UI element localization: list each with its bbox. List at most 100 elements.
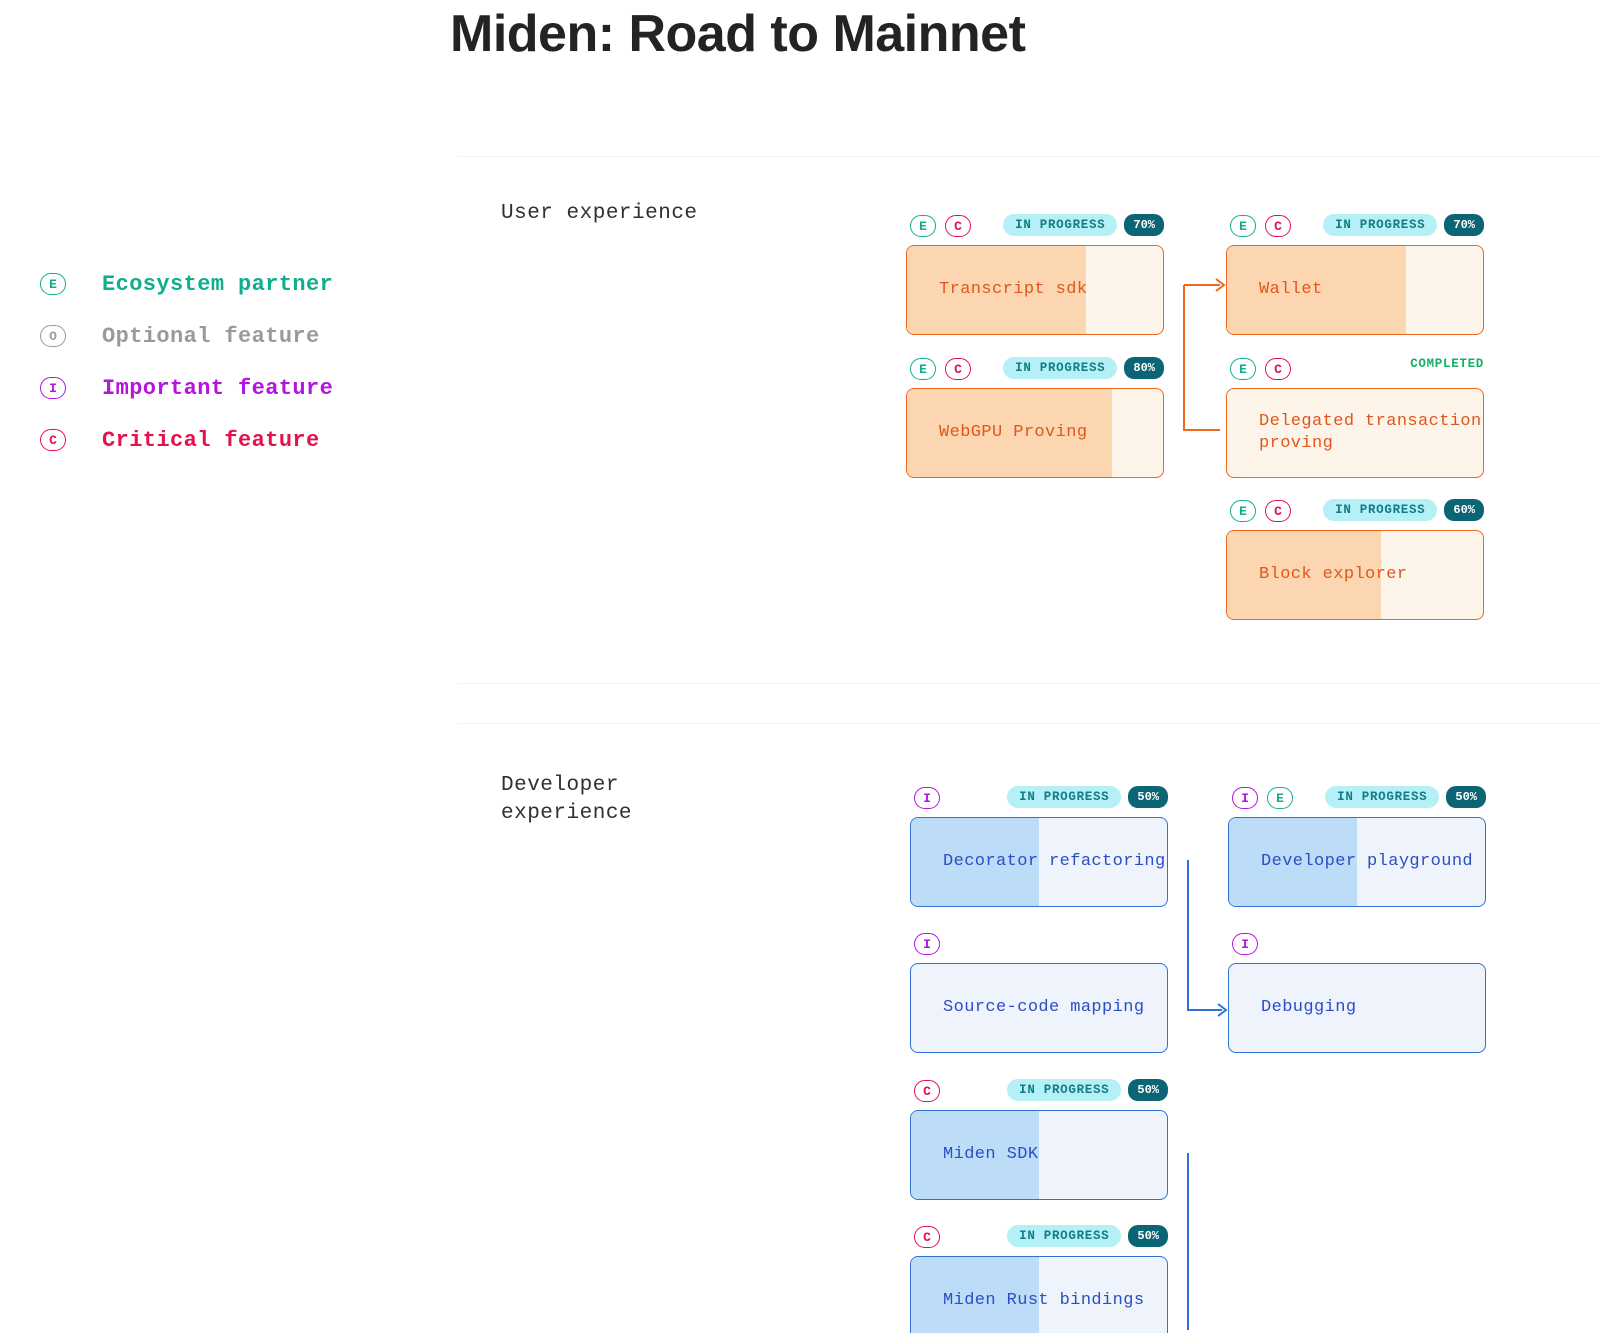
- card[interactable]: Miden Rust bindings: [910, 1256, 1168, 1333]
- legend-label: Optional feature: [102, 323, 320, 349]
- card[interactable]: Decorator refactoring: [910, 817, 1168, 907]
- critical-feature-icon: C: [1265, 500, 1291, 522]
- node-badges: I: [1232, 933, 1267, 955]
- node-badges: E C: [1230, 358, 1300, 380]
- section-title-developer-experience: Developer experience: [501, 774, 633, 825]
- card-title: Wallet: [1259, 280, 1323, 299]
- node-badges: E C: [1230, 215, 1300, 237]
- connector-dev-group-bottom: [1187, 1153, 1189, 1330]
- progress-badge: 50%: [1128, 786, 1168, 808]
- card[interactable]: Debugging: [1228, 963, 1486, 1053]
- progress-fill: [907, 389, 1112, 477]
- node-status: IN PROGRESS 60%: [1323, 499, 1484, 521]
- node-badges: E C: [1230, 500, 1300, 522]
- node-wallet[interactable]: E C IN PROGRESS 70% Wallet: [1226, 214, 1484, 335]
- node-webgpu-proving[interactable]: E C IN PROGRESS 80% WebGPU Proving: [906, 357, 1164, 478]
- ecosystem-partner-icon: E: [1267, 787, 1293, 809]
- node-miden-sdk[interactable]: C IN PROGRESS 50% Miden SDK: [910, 1079, 1168, 1200]
- node-status: IN PROGRESS 50%: [1325, 786, 1486, 808]
- card-title: Miden SDK: [943, 1145, 1039, 1164]
- progress-fill: [1229, 818, 1357, 906]
- important-feature-icon: I: [914, 933, 940, 955]
- status-badge: IN PROGRESS: [1003, 214, 1118, 236]
- progress-fill: [911, 1111, 1039, 1199]
- page-title: Miden: Road to Mainnet: [450, 5, 1026, 63]
- node-status: IN PROGRESS 70%: [1323, 214, 1484, 236]
- node-badges: I: [914, 787, 949, 809]
- card-title: Miden Rust bindings: [943, 1291, 1145, 1310]
- node-status: IN PROGRESS 50%: [1007, 1079, 1168, 1101]
- legend-label: Important feature: [102, 375, 334, 401]
- node-badges: I E: [1232, 787, 1302, 809]
- ecosystem-partner-icon: E: [40, 273, 66, 295]
- status-badge: IN PROGRESS: [1007, 1225, 1122, 1247]
- section-divider-top: [458, 156, 1600, 157]
- node-status: IN PROGRESS 50%: [1007, 1225, 1168, 1247]
- important-feature-icon: I: [40, 377, 66, 399]
- optional-feature-icon: O: [40, 325, 66, 347]
- ecosystem-partner-icon: E: [910, 215, 936, 237]
- status-badge: IN PROGRESS: [1007, 1079, 1122, 1101]
- node-miden-rust-bindings[interactable]: C IN PROGRESS 50% Miden Rust bindings: [910, 1225, 1168, 1333]
- card-title: Source-code mapping: [943, 998, 1145, 1017]
- card[interactable]: Miden SDK: [910, 1110, 1168, 1200]
- status-badge: IN PROGRESS: [1325, 786, 1440, 808]
- card-title: Debugging: [1261, 998, 1357, 1017]
- critical-feature-icon: C: [1265, 358, 1291, 380]
- node-status: IN PROGRESS 80%: [1003, 357, 1164, 379]
- legend-item-important-feature: I Important feature: [40, 362, 333, 414]
- status-badge: IN PROGRESS: [1007, 786, 1122, 808]
- card[interactable]: Block explorer: [1226, 530, 1484, 620]
- node-transcript-sdk[interactable]: E C IN PROGRESS 70% Transcript sdk: [906, 214, 1164, 335]
- progress-badge: 60%: [1444, 499, 1484, 521]
- section-divider-bottom: [458, 723, 1600, 724]
- legend-item-ecosystem-partner: E Ecosystem partner: [40, 258, 333, 310]
- card[interactable]: WebGPU Proving: [906, 388, 1164, 478]
- progress-badge: 50%: [1128, 1079, 1168, 1101]
- node-badges: E C: [910, 215, 980, 237]
- important-feature-icon: I: [914, 787, 940, 809]
- node-developer-playground[interactable]: I E IN PROGRESS 50% Developer playground: [1228, 786, 1486, 907]
- progress-badge: 70%: [1444, 214, 1484, 236]
- card[interactable]: Transcript sdk: [906, 245, 1164, 335]
- critical-feature-icon: C: [945, 358, 971, 380]
- node-debugging[interactable]: I Debugging: [1228, 933, 1486, 1053]
- card-title: Block explorer: [1259, 565, 1408, 584]
- node-decorator-refactoring[interactable]: I IN PROGRESS 50% Decorator refactoring: [910, 786, 1168, 907]
- progress-badge: 70%: [1124, 214, 1164, 236]
- section-title-user-experience: User experience: [501, 202, 698, 225]
- progress-badge: 80%: [1124, 357, 1164, 379]
- critical-feature-icon: C: [914, 1226, 940, 1248]
- card[interactable]: Source-code mapping: [910, 963, 1168, 1053]
- legend-item-optional-feature: O Optional feature: [40, 310, 333, 362]
- progress-fill: [907, 246, 1087, 334]
- status-badge: IN PROGRESS: [1323, 499, 1438, 521]
- progress-fill: [911, 1257, 1039, 1333]
- node-block-explorer[interactable]: E C IN PROGRESS 60% Block explorer: [1226, 499, 1484, 620]
- status-badge: IN PROGRESS: [1003, 357, 1118, 379]
- legend-item-critical-feature: C Critical feature: [40, 414, 333, 466]
- critical-feature-icon: C: [945, 215, 971, 237]
- critical-feature-icon: C: [914, 1080, 940, 1102]
- node-badges: C: [914, 1226, 949, 1248]
- critical-feature-icon: C: [40, 429, 66, 451]
- card[interactable]: Developer playground: [1228, 817, 1486, 907]
- card[interactable]: Wallet: [1226, 245, 1484, 335]
- node-delegated-transaction-proving[interactable]: E C COMPLETED Delegated transaction prov…: [1226, 357, 1484, 478]
- ecosystem-partner-icon: E: [910, 358, 936, 380]
- section-divider-middle: [458, 683, 1600, 684]
- card[interactable]: Delegated transaction proving: [1226, 388, 1484, 478]
- card-title: Developer playground: [1261, 852, 1474, 871]
- ecosystem-partner-icon: E: [1230, 358, 1256, 380]
- status-badge: IN PROGRESS: [1323, 214, 1438, 236]
- node-badges: I: [914, 933, 949, 955]
- progress-badge: 50%: [1128, 1225, 1168, 1247]
- node-source-code-mapping[interactable]: I Source-code mapping: [910, 933, 1168, 1053]
- node-status: IN PROGRESS 50%: [1007, 786, 1168, 808]
- progress-fill: [1227, 246, 1407, 334]
- ecosystem-partner-icon: E: [1230, 500, 1256, 522]
- card-title: Delegated transaction proving: [1259, 412, 1482, 453]
- card-title: Decorator refactoring: [943, 852, 1166, 871]
- node-badges: C: [914, 1080, 949, 1102]
- legend: E Ecosystem partner O Optional feature I…: [40, 258, 333, 466]
